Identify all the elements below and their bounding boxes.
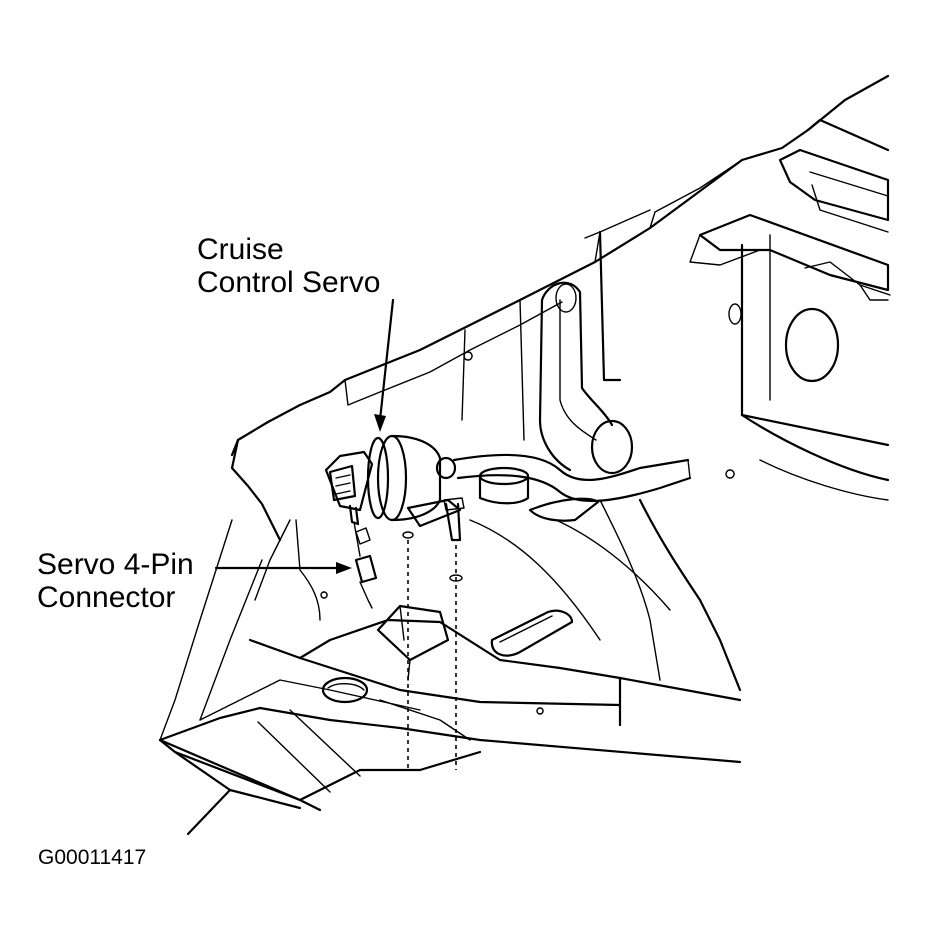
support-arm-outer bbox=[540, 281, 614, 427]
vacuum-hose-upper bbox=[452, 453, 690, 482]
front-left-edge-3 bbox=[254, 519, 291, 601]
frame-rail-lower bbox=[158, 706, 742, 764]
inner-fender-edge bbox=[519, 299, 525, 441]
cowl-line bbox=[594, 209, 651, 263]
vacuum-hose-lower bbox=[456, 474, 692, 502]
mount-block-top bbox=[478, 466, 530, 486]
figure-id: G00011417 bbox=[38, 846, 147, 869]
fender-ridge-2 bbox=[649, 159, 743, 229]
servo-leader-line bbox=[378, 298, 395, 422]
connector-leader-arrow bbox=[336, 562, 352, 574]
frame-hole bbox=[321, 676, 369, 704]
small-hole-3 bbox=[320, 591, 328, 599]
frame-hole-inner bbox=[327, 683, 365, 691]
wheel-well-arch-inner bbox=[599, 499, 661, 681]
connector-body bbox=[354, 554, 378, 584]
mount-bracket bbox=[528, 497, 600, 522]
servo-diaphragm-front bbox=[366, 436, 390, 520]
washer-left bbox=[402, 531, 414, 539]
firewall-panel bbox=[698, 213, 890, 292]
servo-mount-bolt bbox=[444, 502, 462, 542]
firewall-bracket bbox=[689, 234, 761, 266]
fender-ridge bbox=[344, 301, 563, 406]
lower-tail bbox=[186, 788, 232, 836]
wheel-well-arch bbox=[638, 498, 742, 692]
servo-bracket bbox=[324, 450, 374, 512]
inner-fender-divider bbox=[598, 230, 622, 382]
inner-left-line bbox=[295, 519, 321, 621]
servo-outlet bbox=[435, 456, 457, 480]
connector-label-line2: Connector bbox=[37, 581, 176, 614]
servo-connector-label: Servo 4-Pin Connector bbox=[37, 548, 194, 614]
hose-end bbox=[687, 459, 691, 479]
fender-top-edge-lower bbox=[230, 438, 282, 542]
firewall-wall bbox=[740, 243, 890, 447]
frame-rail-mid bbox=[199, 679, 421, 721]
wheel-well-line-2 bbox=[555, 519, 671, 611]
front-left-edge-2 bbox=[199, 559, 263, 721]
servo-bolt-head bbox=[443, 497, 465, 511]
bumper-rib bbox=[257, 709, 361, 793]
bumper-lower bbox=[173, 750, 302, 810]
wheel-well-line bbox=[469, 519, 601, 641]
strut-lower bbox=[759, 459, 889, 501]
servo-label-line2: Control Servo bbox=[197, 266, 381, 299]
small-hole-4 bbox=[536, 707, 544, 715]
cruise-control-servo-label: Cruise Control Servo bbox=[197, 233, 380, 299]
slot-opening bbox=[490, 609, 574, 657]
slot-inner bbox=[499, 615, 553, 643]
harness-wire bbox=[353, 521, 373, 609]
small-hole bbox=[463, 351, 473, 361]
frame-rail-front bbox=[298, 638, 332, 660]
inner-fender-edge-2 bbox=[461, 329, 466, 421]
support-arm-hole bbox=[555, 283, 577, 313]
firewall-upper bbox=[806, 118, 890, 152]
firewall-slot bbox=[809, 171, 889, 233]
servo-diaphragm-mid bbox=[376, 434, 408, 522]
servo-connector-block bbox=[328, 464, 357, 502]
firewall-block bbox=[778, 148, 890, 222]
servo-label-line1: Cruise bbox=[197, 233, 284, 266]
bumper-face bbox=[158, 738, 322, 812]
support-arm-mid bbox=[559, 299, 597, 441]
servo-mount-plate bbox=[406, 498, 462, 528]
front-left-edge bbox=[159, 519, 233, 741]
servo-connector-pins bbox=[335, 474, 351, 495]
mount-pad-top bbox=[376, 604, 450, 662]
harness-clip bbox=[355, 527, 371, 545]
firewall-tab-2 bbox=[859, 284, 889, 301]
connector-label-line1: Servo 4-Pin bbox=[37, 548, 194, 581]
harness-upper bbox=[348, 504, 360, 526]
bumper-top bbox=[158, 738, 482, 802]
mount-block bbox=[478, 474, 530, 505]
support-arm-inner bbox=[538, 298, 572, 472]
servo-leader-arrow bbox=[374, 414, 386, 432]
support-arm-bolt bbox=[590, 419, 634, 475]
frame-rail-face bbox=[248, 638, 622, 707]
cowl-line-2 bbox=[584, 231, 601, 239]
firewall-hole bbox=[784, 307, 840, 383]
strut-tower-curve bbox=[740, 413, 890, 482]
firewall-tab bbox=[804, 261, 891, 296]
firewall-hole-small bbox=[728, 303, 742, 325]
bumper-rib-2 bbox=[379, 699, 471, 741]
small-hole-2 bbox=[725, 469, 735, 479]
